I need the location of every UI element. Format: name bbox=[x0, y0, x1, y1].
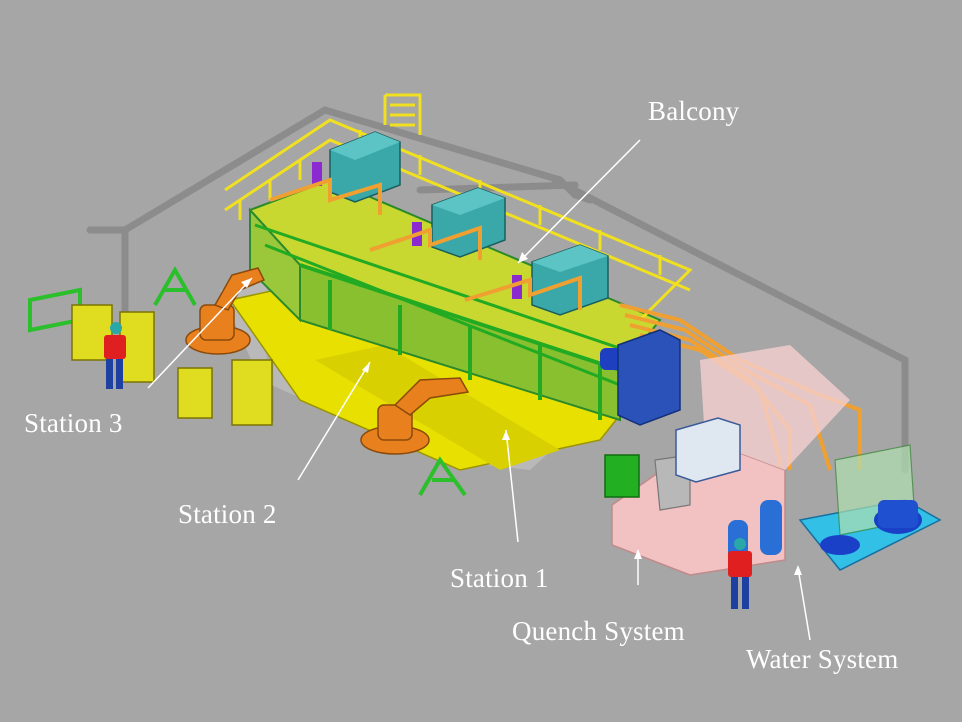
leader-balcony bbox=[517, 139, 641, 264]
leader-water bbox=[797, 567, 811, 641]
callout-quench-system: Quench System bbox=[512, 616, 685, 646]
electrical-cabinet bbox=[617, 329, 681, 426]
callout-water-system: Water System bbox=[746, 644, 899, 674]
callout-station-3: Station 3 bbox=[24, 408, 123, 438]
leader-station-1 bbox=[505, 429, 519, 543]
leader-station-2 bbox=[297, 361, 371, 481]
operator-left bbox=[104, 322, 126, 389]
leader-arrowheads bbox=[241, 252, 802, 575]
operator-right bbox=[728, 538, 752, 609]
water-system bbox=[728, 444, 942, 571]
front-apron bbox=[315, 345, 560, 470]
robot-station-2 bbox=[360, 377, 470, 455]
furnace-units bbox=[329, 131, 609, 316]
callout-balcony: Balcony bbox=[648, 96, 740, 126]
callout-station-1: Station 1 bbox=[450, 563, 549, 593]
leader-lines bbox=[147, 139, 811, 641]
leader-station-3 bbox=[147, 277, 253, 389]
callout-station-2: Station 2 bbox=[178, 499, 277, 529]
